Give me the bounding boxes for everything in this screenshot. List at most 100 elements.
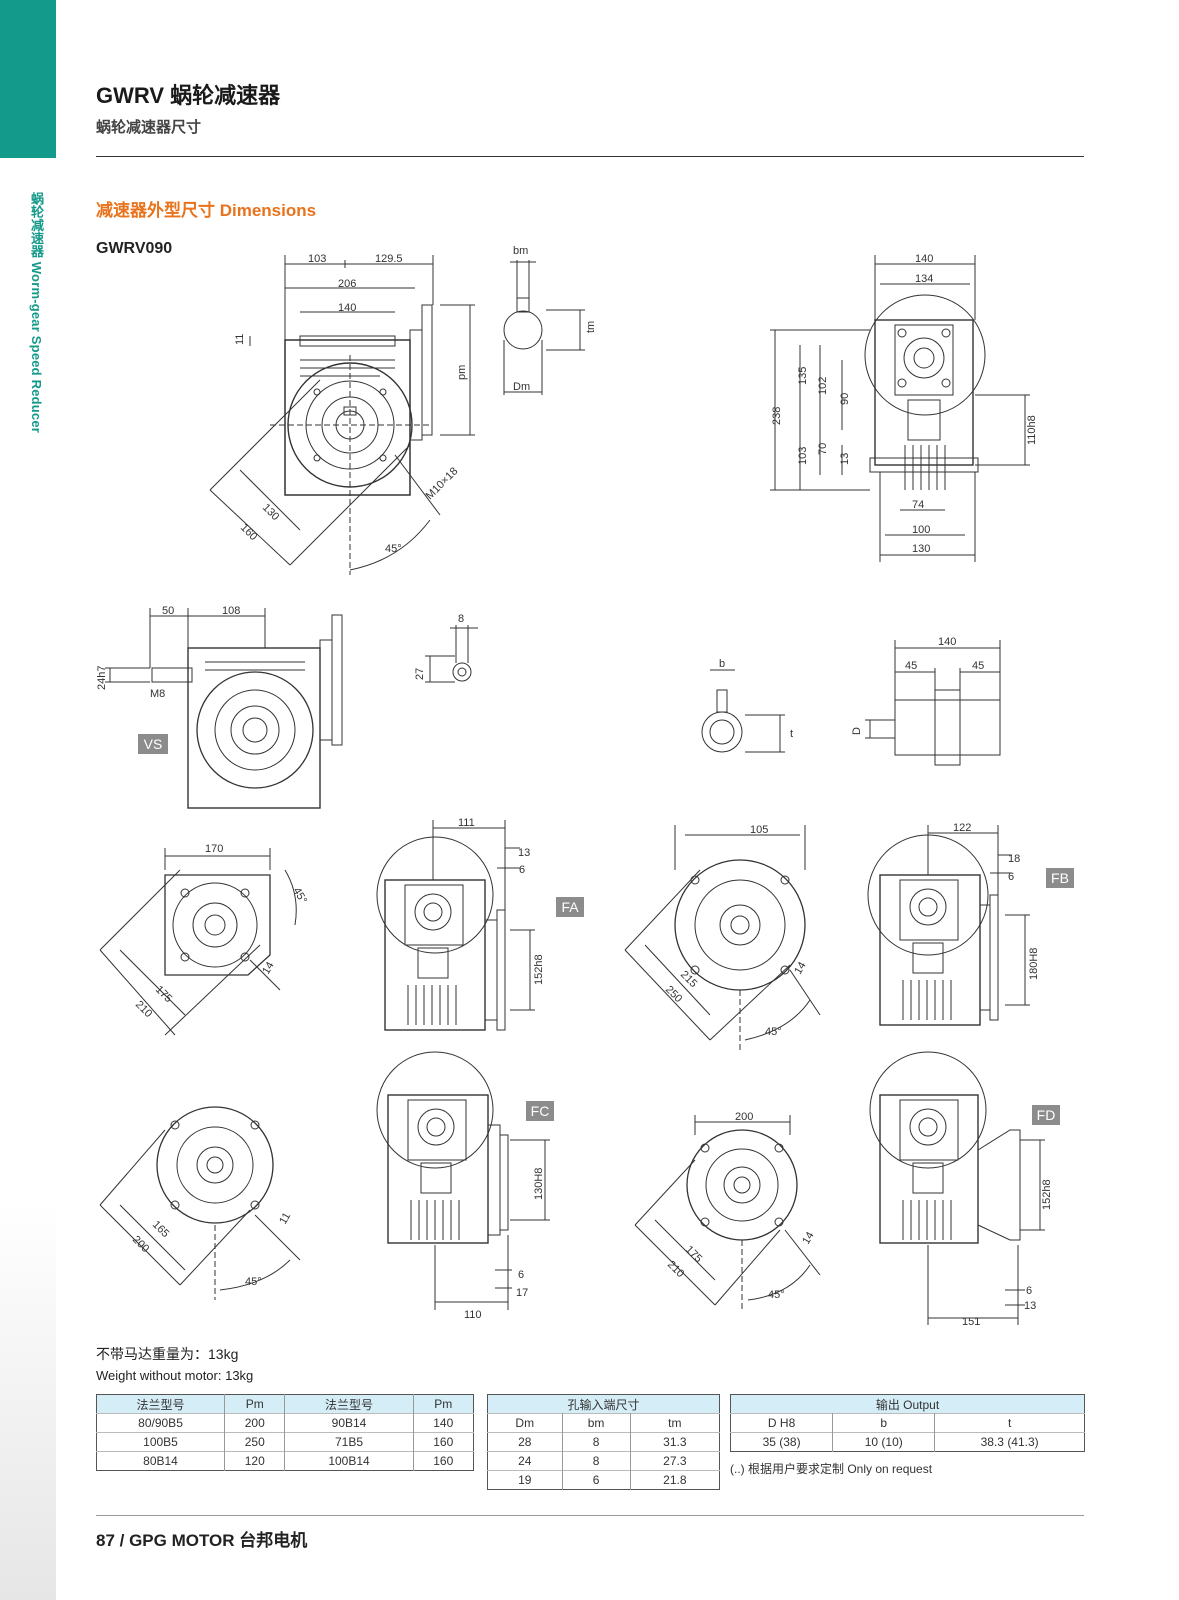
svg-text:206: 206 bbox=[338, 278, 356, 290]
side-label: 蜗轮减速器 Worm-gear Speed Reducer bbox=[29, 192, 44, 434]
svg-text:215: 215 bbox=[678, 969, 699, 990]
shaft-key-detail bbox=[503, 260, 585, 395]
svg-text:13: 13 bbox=[1024, 1300, 1036, 1312]
svg-text:14: 14 bbox=[800, 1230, 817, 1247]
page-title: GWRV 蜗轮减速器 bbox=[96, 83, 281, 108]
svg-text:100: 100 bbox=[912, 524, 930, 536]
svg-text:110: 110 bbox=[464, 1309, 482, 1321]
svg-text:175: 175 bbox=[683, 1244, 704, 1265]
output-bore-detail bbox=[701, 640, 1001, 766]
fc-view bbox=[376, 1051, 550, 1310]
fa-view bbox=[376, 820, 535, 1031]
svg-text:200: 200 bbox=[735, 1111, 753, 1123]
custom-note: (..) 根据用户要求定制 Only on request bbox=[730, 1462, 933, 1476]
front-view-right bbox=[770, 255, 1030, 562]
svg-text:6: 6 bbox=[1008, 871, 1014, 883]
svg-text:45°: 45° bbox=[385, 543, 402, 555]
fb-view bbox=[867, 825, 1030, 1026]
svg-text:140: 140 bbox=[938, 636, 956, 648]
fa-tag: FA bbox=[556, 897, 584, 917]
section-title: 减速器外型尺寸 Dimensions bbox=[96, 201, 317, 220]
svg-text:11: 11 bbox=[277, 1211, 293, 1227]
fb-flange bbox=[624, 825, 821, 1050]
svg-text:151: 151 bbox=[962, 1316, 980, 1328]
svg-text:170: 170 bbox=[205, 843, 223, 855]
fc-flange bbox=[99, 1106, 301, 1300]
svg-text:111: 111 bbox=[458, 817, 475, 829]
flange-header: 法兰型号 bbox=[96, 1394, 226, 1414]
svg-text:D: D bbox=[851, 727, 863, 735]
svg-text:13: 13 bbox=[839, 453, 851, 465]
fd-tag: FD bbox=[1032, 1105, 1060, 1125]
output-table-title: 输出 Output bbox=[875, 1397, 940, 1412]
svg-text:102: 102 bbox=[817, 377, 829, 395]
page-subtitle: 蜗轮减速器尺寸 bbox=[96, 119, 202, 136]
svg-text:70: 70 bbox=[817, 443, 829, 455]
svg-text:160: 160 bbox=[238, 522, 259, 543]
svg-text:t: t bbox=[790, 728, 793, 740]
page-footer: 87 / GPG MOTOR 台邦电机 bbox=[96, 1531, 308, 1550]
svg-text:6: 6 bbox=[1026, 1285, 1032, 1297]
svg-text:152h8: 152h8 bbox=[533, 954, 545, 985]
svg-text:24h7: 24h7 bbox=[96, 666, 108, 690]
svg-text:250: 250 bbox=[663, 984, 684, 1005]
vs-view bbox=[105, 608, 343, 809]
svg-text:tm: tm bbox=[585, 321, 597, 333]
svg-text:14: 14 bbox=[792, 960, 809, 977]
side-strip bbox=[0, 1200, 56, 1600]
header-rule bbox=[96, 156, 1084, 157]
svg-text:130: 130 bbox=[260, 502, 281, 523]
weight-en: Weight without motor: 13kg bbox=[96, 1368, 254, 1383]
svg-text:130: 130 bbox=[912, 543, 930, 555]
svg-text:103: 103 bbox=[797, 447, 809, 465]
fd-view bbox=[869, 1051, 1045, 1325]
svg-text:140: 140 bbox=[915, 253, 933, 265]
svg-text:M10×18: M10×18 bbox=[424, 465, 461, 502]
svg-text:122: 122 bbox=[953, 822, 971, 834]
svg-text:b: b bbox=[719, 658, 725, 670]
side-tab bbox=[0, 0, 56, 158]
svg-text:45: 45 bbox=[905, 660, 917, 672]
svg-text:110h8: 110h8 bbox=[1026, 415, 1038, 445]
svg-text:210: 210 bbox=[665, 1259, 686, 1280]
vs-tag: VS bbox=[138, 734, 168, 754]
svg-text:152h8: 152h8 bbox=[1041, 1179, 1053, 1210]
svg-text:74: 74 bbox=[912, 499, 924, 511]
footer-rule bbox=[96, 1515, 1084, 1516]
svg-text:6: 6 bbox=[518, 1269, 524, 1281]
svg-text:129.5: 129.5 bbox=[375, 253, 403, 265]
input-table-title: 孔输入端尺寸 bbox=[567, 1397, 640, 1412]
weight-cn: 不带马达重量为：13kg bbox=[96, 1346, 239, 1362]
svg-text:103: 103 bbox=[308, 253, 326, 265]
svg-text:45°: 45° bbox=[765, 1026, 782, 1038]
svg-text:50: 50 bbox=[162, 605, 174, 617]
svg-text:bm: bm bbox=[513, 245, 528, 257]
svg-text:11: 11 bbox=[234, 334, 246, 345]
svg-text:90: 90 bbox=[839, 393, 851, 405]
svg-text:238: 238 bbox=[771, 407, 783, 425]
fc-tag: FC bbox=[526, 1101, 554, 1121]
svg-text:45°: 45° bbox=[245, 1276, 262, 1288]
svg-text:45: 45 bbox=[972, 660, 984, 672]
flange-header: 法兰型号 bbox=[284, 1394, 414, 1414]
svg-text:18: 18 bbox=[1008, 853, 1020, 865]
svg-text:134: 134 bbox=[915, 273, 933, 285]
svg-text:140: 140 bbox=[338, 302, 356, 314]
svg-text:180H8: 180H8 bbox=[1028, 948, 1040, 980]
svg-text:135: 135 bbox=[797, 367, 809, 385]
svg-text:175: 175 bbox=[153, 984, 174, 1005]
svg-text:210: 210 bbox=[133, 999, 154, 1020]
fd-flange bbox=[634, 1115, 821, 1310]
svg-text:6: 6 bbox=[519, 864, 525, 876]
flange-header: Pm bbox=[434, 1397, 453, 1411]
svg-text:Dm: Dm bbox=[513, 381, 530, 393]
svg-text:108: 108 bbox=[222, 605, 240, 617]
